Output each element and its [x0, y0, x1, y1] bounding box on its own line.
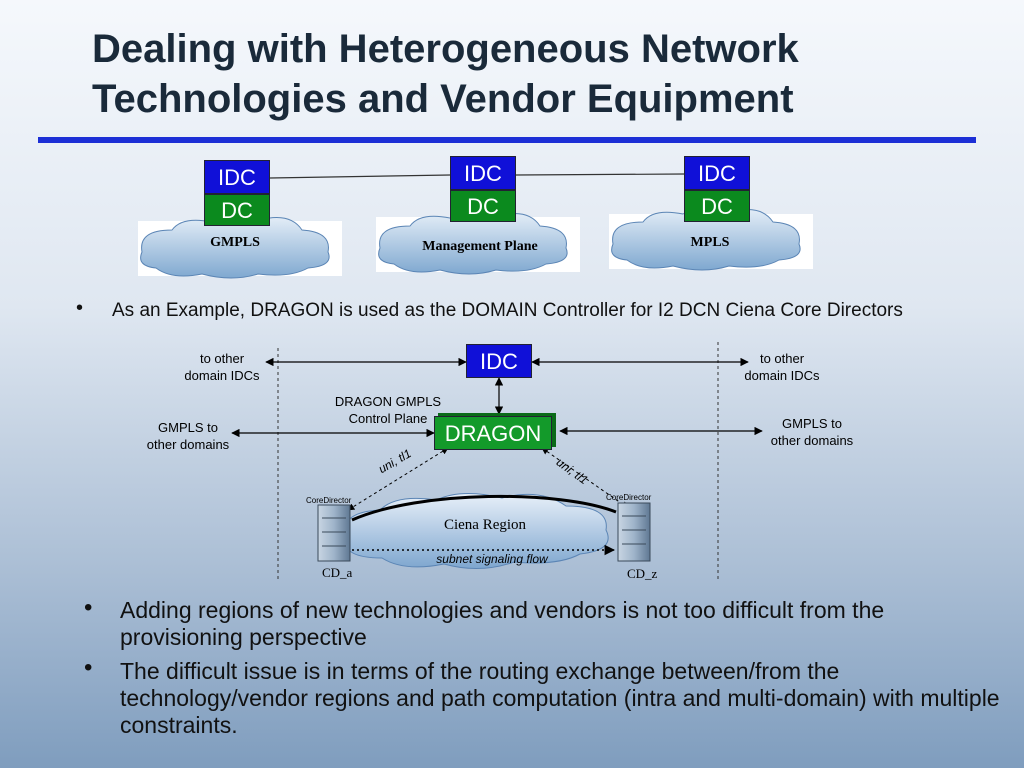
dragon-diagram-graphics: [231, 342, 763, 580]
domain1-idc-box: IDC: [204, 160, 270, 194]
domain3-idc-box: IDC: [684, 156, 750, 190]
right-gmpls-line1: GMPLS to: [782, 416, 842, 431]
core-director-a-icon: [317, 504, 351, 562]
ciena-region-label: Ciena Region: [443, 517, 527, 533]
bullet-dragon-example: As an Example, DRAGON is used as the DOM…: [112, 300, 903, 321]
domain1-dc-box: DC: [204, 194, 270, 226]
top-diagram-graphics: [138, 173, 813, 279]
left-idc-label-line2: domain IDCs: [184, 368, 260, 383]
bullet-routing-issue: The difficult issue is in terms of the r…: [120, 658, 1000, 738]
left-gmpls-line2: other domains: [146, 437, 230, 452]
bullet-adding-regions: Adding regions of new technologies and v…: [120, 597, 885, 650]
dragon-box: DRAGON: [434, 416, 552, 450]
dragon-diagram-idc-box: IDC: [466, 344, 532, 378]
left-idc-label: to other domain IDCs: [162, 350, 282, 384]
ciena-path-curve: [351, 494, 617, 522]
domain2-idc-box: IDC: [450, 156, 516, 190]
uni-left-arrow: [347, 447, 449, 511]
right-gmpls-label: GMPLS to other domains: [752, 415, 872, 449]
title-line-1: Dealing with Heterogeneous Network: [92, 27, 799, 71]
signaling-flow-label: subnet signaling flow: [436, 552, 548, 566]
right-idc-label-line1: to other: [759, 351, 805, 366]
idc-link-line: [269, 174, 451, 179]
bullet-marker: •: [76, 297, 84, 319]
domain3-dc-box: DC: [684, 190, 750, 222]
cloud-label-management-plane: Management Plane: [422, 239, 538, 254]
cd-z-label: CD_z: [627, 566, 658, 581]
cloud-management-plane: [378, 211, 568, 275]
core-director-z-icon: [617, 502, 651, 562]
control-plane-line2: Control Plane: [348, 411, 428, 426]
left-gmpls-line1: GMPLS to: [158, 420, 218, 435]
right-gmpls-line2: other domains: [770, 433, 854, 448]
control-plane-line1: DRAGON GMPLS: [334, 394, 442, 409]
right-idc-label-line2: domain IDCs: [744, 368, 820, 383]
title-rule: [38, 137, 976, 143]
bullet-marker: •: [84, 654, 93, 681]
control-plane-label: DRAGON GMPLS Control Plane: [318, 393, 458, 427]
cd-a-label: CD_a: [322, 565, 353, 580]
idc-link-line: [515, 173, 685, 176]
cloud-label-mpls: MPLS: [690, 235, 730, 250]
slide-title: Dealing with Heterogeneous Network Techn…: [92, 24, 992, 124]
core-director-a-caption: CoreDirector: [306, 496, 352, 505]
right-idc-label: to other domain IDCs: [722, 350, 842, 384]
domain2-dc-box: DC: [450, 190, 516, 222]
bullet-marker: •: [84, 594, 93, 621]
left-gmpls-label: GMPLS to other domains: [128, 419, 248, 453]
cloud-label-gmpls: GMPLS: [210, 235, 260, 250]
cloud-gmpls: [140, 215, 330, 279]
core-director-z-caption: CoreDirector: [606, 493, 652, 502]
title-line-2: Technologies and Vendor Equipment: [92, 77, 794, 121]
cloud-mpls: [611, 207, 801, 271]
left-idc-label-line1: to other: [199, 351, 245, 366]
